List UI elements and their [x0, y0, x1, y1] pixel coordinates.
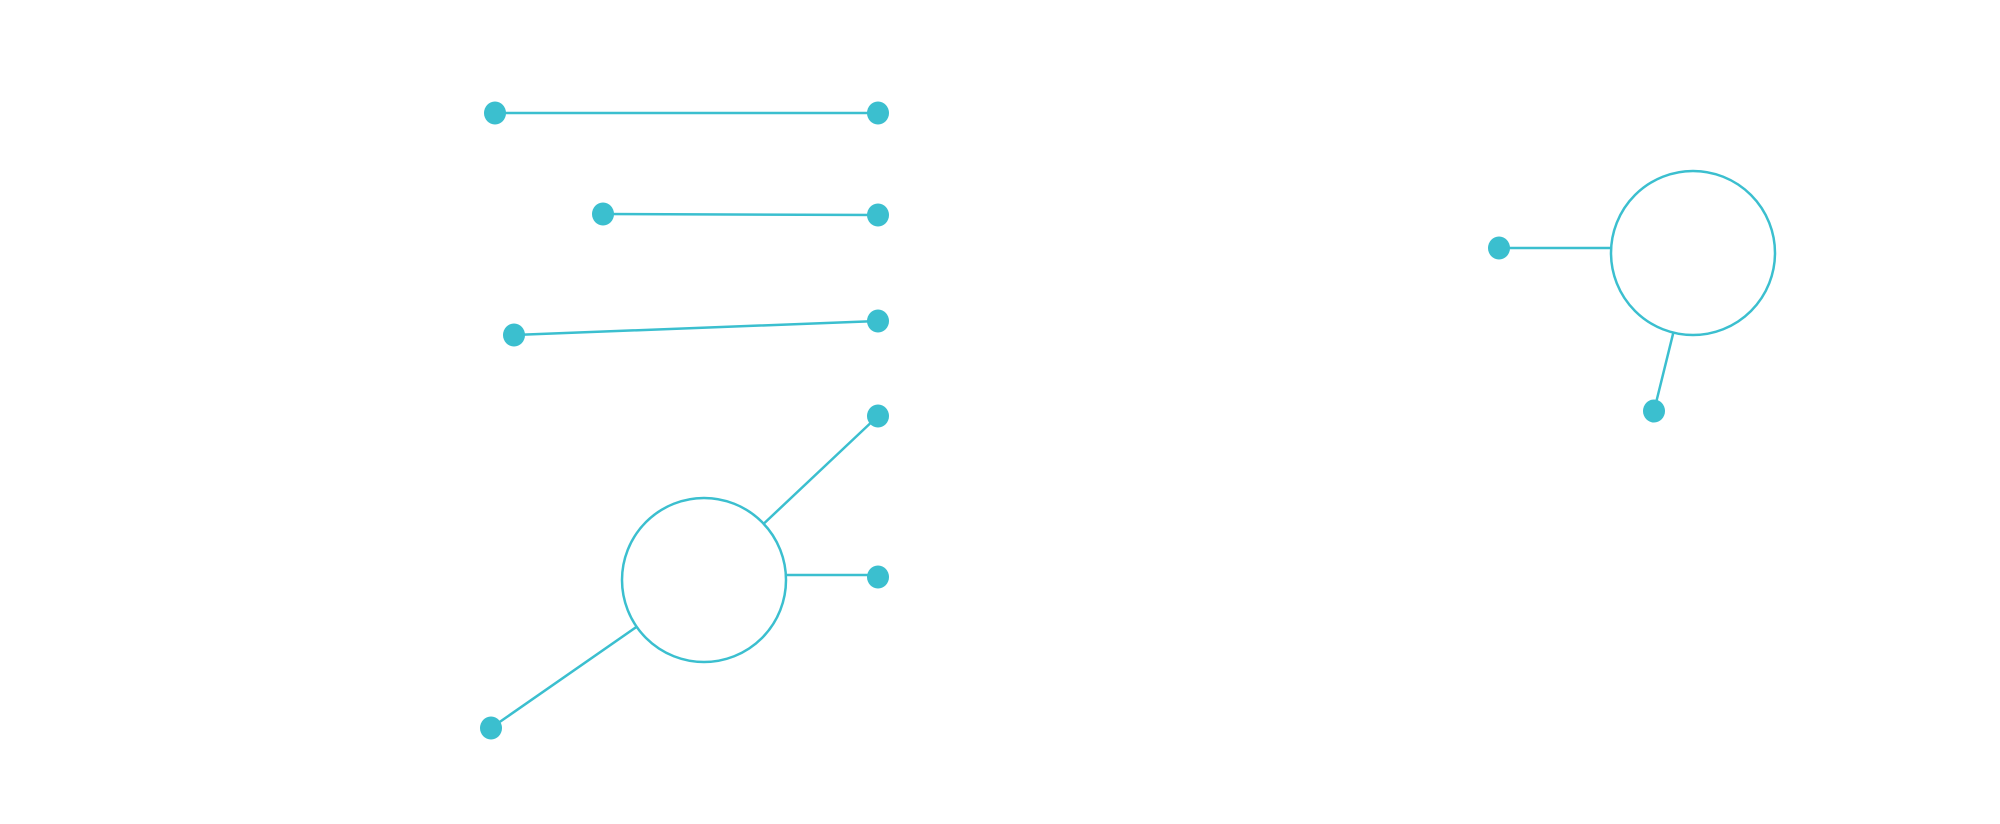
connector-c8 — [1652, 331, 1675, 413]
connector-layer — [489, 111, 1675, 730]
dot-c-endpoint — [592, 202, 614, 226]
dot-h-endpoint — [867, 565, 889, 589]
node-layer — [480, 101, 1777, 740]
dot-b-endpoint — [867, 101, 889, 125]
hub-right-node — [1609, 169, 1777, 337]
dot-k-endpoint — [1643, 399, 1665, 423]
connector-c6 — [489, 625, 638, 730]
dot-i-endpoint — [480, 716, 502, 740]
dot-j-endpoint — [1488, 236, 1510, 260]
connector-c4 — [762, 414, 880, 526]
dot-d-endpoint — [867, 203, 889, 227]
hub-left-node — [620, 496, 788, 664]
dot-e-endpoint — [503, 323, 525, 347]
connector-c3 — [512, 319, 880, 337]
connector-c2 — [601, 212, 880, 217]
dot-g-endpoint — [867, 404, 889, 428]
dot-a-endpoint — [484, 101, 506, 125]
dot-f-endpoint — [867, 309, 889, 333]
